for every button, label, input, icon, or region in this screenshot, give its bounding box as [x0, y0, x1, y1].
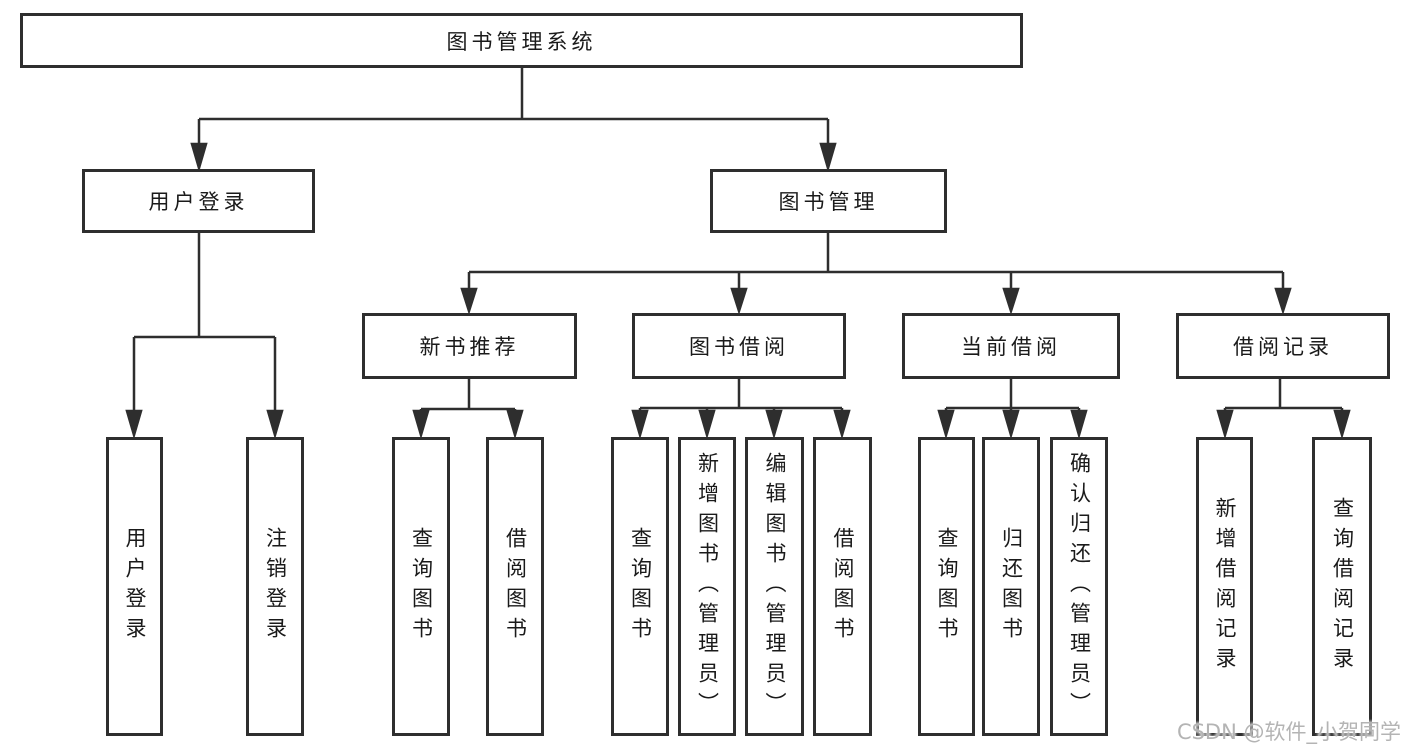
- leaf-borrow-books-recommend: 借阅图书: [486, 437, 544, 736]
- node-book-borrowing-label: 图书借阅: [689, 335, 789, 359]
- leaf-return-books-label: 归还图书: [999, 526, 1024, 647]
- node-current-borrowing-label: 当前借阅: [961, 335, 1061, 359]
- node-book-management-label: 图书管理: [778, 190, 879, 214]
- leaf-logout-label: 注销登录: [263, 526, 288, 647]
- connector-root-to-level2: [190, 68, 837, 173]
- leaf-borrow-books-recommend-label: 借阅图书: [503, 526, 528, 647]
- connector-book-management-to-level3: [460, 233, 1292, 316]
- connector-borrow-records-to-leaves: [1216, 379, 1351, 440]
- leaf-user-login-label: 用户登录: [123, 526, 147, 647]
- leaf-confirm-return-admin-label: 确认归还（管理员）: [1067, 451, 1092, 722]
- leaf-query-books-current: 查询图书: [918, 437, 975, 736]
- connector-book-borrowing-to-leaves: [631, 379, 851, 440]
- connector-current-borrowing-to-leaves: [937, 379, 1088, 440]
- node-book-borrowing: 图书借阅: [632, 313, 846, 379]
- leaf-query-borrow-record-label: 查询借阅记录: [1330, 496, 1355, 677]
- leaf-add-borrow-record-label: 新增借阅记录: [1213, 496, 1237, 677]
- leaf-edit-book-admin: 编辑图书（管理员）: [745, 437, 804, 736]
- leaf-add-book-admin: 新增图书（管理员）: [678, 437, 736, 736]
- node-new-book-recommend: 新书推荐: [362, 313, 577, 379]
- connector-new-book-to-leaves: [412, 379, 524, 440]
- node-user-login: 用户登录: [82, 169, 315, 233]
- watermark: CSDN @软件_小贺同学: [1176, 720, 1401, 744]
- leaf-query-books-borrowing: 查询图书: [611, 437, 669, 736]
- node-current-borrowing: 当前借阅: [902, 313, 1120, 379]
- leaf-logout: 注销登录: [246, 437, 304, 736]
- connector-user-login-to-leaves: [125, 233, 284, 440]
- node-borrow-records-label: 借阅记录: [1233, 335, 1333, 359]
- node-user-login-label: 用户登录: [148, 190, 249, 214]
- node-new-book-recommend-label: 新书推荐: [419, 335, 520, 359]
- leaf-query-books-borrowing-label: 查询图书: [628, 526, 653, 647]
- leaf-borrow-books-2: 借阅图书: [813, 437, 872, 736]
- leaf-query-books-current-label: 查询图书: [935, 526, 959, 647]
- leaf-add-borrow-record: 新增借阅记录: [1196, 437, 1253, 736]
- leaf-borrow-books-2-label: 借阅图书: [831, 526, 855, 647]
- leaf-edit-book-admin-label: 编辑图书（管理员）: [763, 451, 787, 722]
- node-book-management: 图书管理: [710, 169, 947, 233]
- leaf-confirm-return-admin: 确认归还（管理员）: [1050, 437, 1108, 736]
- leaf-return-books: 归还图书: [982, 437, 1040, 736]
- leaf-query-books-recommend-label: 查询图书: [409, 526, 434, 647]
- node-borrow-records: 借阅记录: [1176, 313, 1390, 379]
- leaf-user-login: 用户登录: [106, 437, 163, 736]
- node-root-label: 图书管理系统: [446, 29, 597, 54]
- leaf-query-books-recommend: 查询图书: [392, 437, 450, 736]
- node-root: 图书管理系统: [20, 13, 1023, 68]
- leaf-query-borrow-record: 查询借阅记录: [1312, 437, 1372, 736]
- leaf-add-book-admin-label: 新增图书（管理员）: [695, 451, 720, 722]
